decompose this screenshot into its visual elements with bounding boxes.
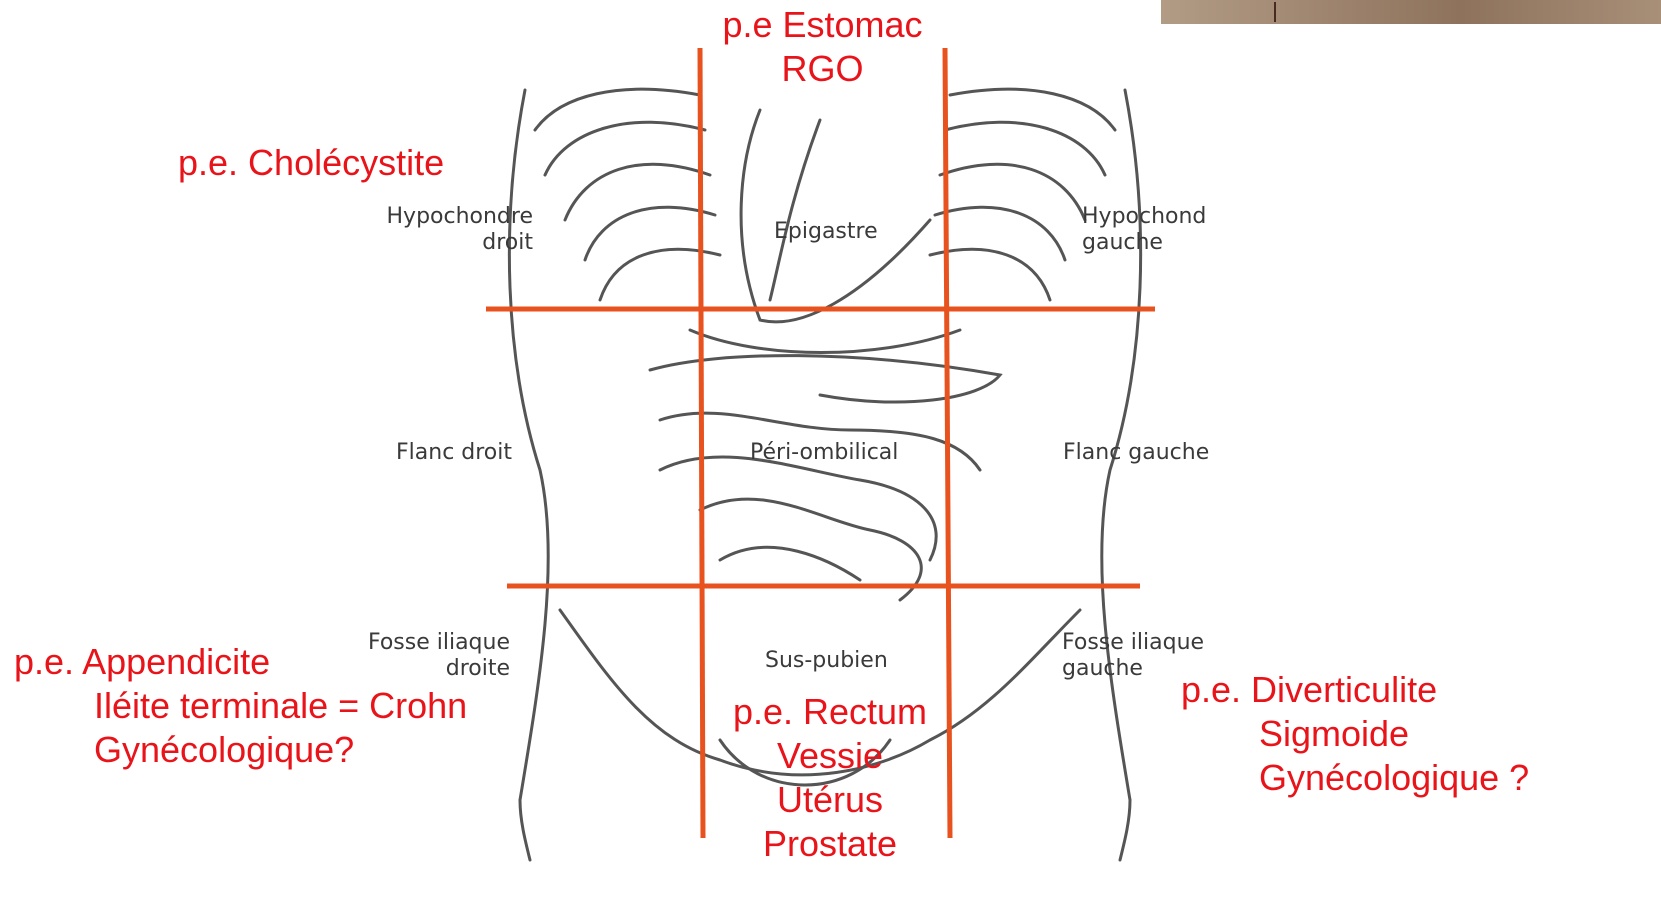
stomach-fold [770, 120, 820, 300]
note-estomac-line2: RGO [690, 47, 955, 91]
note-estomac: p.e Estomac RGO [690, 3, 955, 91]
note-appendicite-line3: Gynécologique? [14, 728, 467, 772]
inguinal-right [1120, 800, 1130, 860]
region-fosse-iliaque-gauche-line1: Fosse iliaque [1062, 630, 1204, 656]
region-epigastre: Epigastre [774, 219, 878, 245]
torso-left-contour [509, 90, 548, 800]
region-hypochondre-gauche-line1: Hypochond [1082, 204, 1206, 230]
liver-outline [741, 110, 930, 322]
region-hypochondre-gauche-line2: gauche [1082, 230, 1206, 256]
region-hypochondre-droit: Hypochondre droit [381, 204, 533, 256]
region-flanc-droit: Flanc droit [396, 440, 512, 466]
region-peri-ombilical: Péri-ombilical [750, 440, 898, 466]
region-hypochondre-droit-line1: Hypochondre [381, 204, 533, 230]
vertical-line-left [700, 48, 703, 838]
note-rectum-line4: Prostate [705, 822, 955, 866]
note-diverticulite-line2: Sigmoide [1181, 712, 1529, 756]
note-appendicite: p.e. Appendicite Iléite terminale = Croh… [14, 640, 467, 772]
note-appendicite-line2: Iléite terminale = Crohn [14, 684, 467, 728]
inguinal-left [520, 800, 530, 860]
note-rectum-line3: Utérus [705, 778, 955, 822]
region-sus-pubien: Sus-pubien [765, 648, 888, 674]
note-appendicite-line1: p.e. Appendicite [14, 640, 467, 684]
note-diverticulite-line3: Gynécologique ? [1181, 756, 1529, 800]
note-rectum: p.e. Rectum Vessie Utérus Prostate [705, 690, 955, 866]
note-cholecystite: p.e. Cholécystite [178, 141, 444, 185]
bowel-loop-4 [720, 547, 860, 580]
note-diverticulite: p.e. Diverticulite Sigmoide Gynécologiqu… [1181, 668, 1529, 800]
costal-margin [690, 330, 960, 353]
region-hypochondre-droit-line2: droit [381, 230, 533, 256]
region-hypochondre-gauche: Hypochond gauche [1082, 204, 1206, 256]
note-rectum-line1: p.e. Rectum [705, 690, 955, 734]
note-diverticulite-line1: p.e. Diverticulite [1181, 668, 1529, 712]
region-flanc-gauche: Flanc gauche [1063, 440, 1209, 466]
note-estomac-line1: p.e Estomac [690, 3, 955, 47]
note-rectum-line2: Vessie [705, 734, 955, 778]
